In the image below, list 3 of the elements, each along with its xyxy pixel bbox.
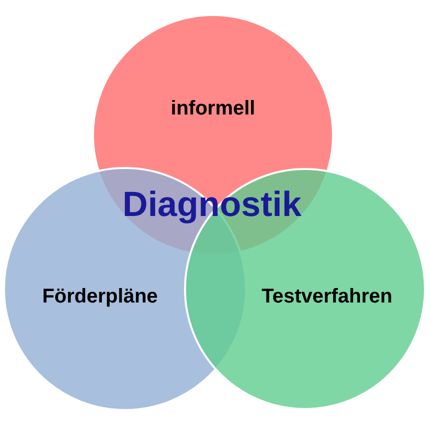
circle-label: informell [170, 98, 256, 120]
circle-label: Förderpläne [42, 286, 158, 308]
circle-label: Testverfahren [262, 286, 392, 308]
